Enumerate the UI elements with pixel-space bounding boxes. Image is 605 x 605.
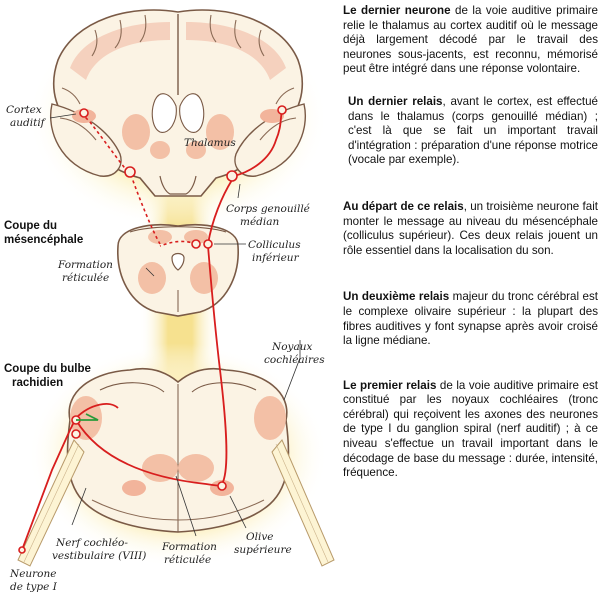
label-coupe-bulbe: Coupe du bulbe rachidien	[4, 363, 94, 389]
auditory-pathway-figure: Cortex auditif Thalamus Corps genouillé …	[4, 6, 335, 593]
auditory-pathway	[21, 111, 283, 551]
label-neurone: Neurone de type I	[9, 568, 60, 593]
brain-section	[50, 9, 306, 197]
label-cortex: Cortex auditif	[6, 104, 47, 129]
label-thalamus: Thalamus	[184, 137, 236, 149]
right-cochlear-nerve	[271, 439, 335, 567]
medulla-section	[66, 367, 290, 533]
mesencephalon-section	[117, 224, 239, 317]
paragraph-dernier-relais: Un dernier relais, avant le cortex, est …	[348, 94, 599, 167]
left-cochlear-nerve	[17, 439, 85, 567]
description-column: Le dernier neurone de la voie auditive p…	[343, 4, 598, 481]
auditory-pathway-dashed	[83, 113, 197, 247]
paragraph-premier-relais: Le premier relais de la voie auditive pr…	[343, 378, 598, 480]
label-nerf: Nerf cochléo- vestibulaire (VIII)	[52, 537, 146, 562]
label-noyaux-cochleaires: Noyaux cochléaires	[264, 341, 325, 366]
label-formation-top: Formation réticulée	[57, 259, 116, 284]
label-corps-genouille: Corps genouillé médian	[226, 203, 313, 228]
leader-lines	[49, 113, 301, 537]
label-olive: Olive supérieure	[234, 531, 292, 556]
label-coupe-mesencephale: Coupe du mésencéphale	[4, 220, 83, 246]
label-colliculus: Colliculus inférieur	[248, 239, 304, 264]
green-branch	[76, 413, 99, 421]
relay-nodes	[18, 105, 287, 554]
label-formation-bottom: Formation réticulée	[161, 541, 220, 566]
paragraph-dernier-neurone: Le dernier neurone de la voie auditive p…	[343, 4, 598, 76]
paragraph-depart-relais: Au départ de ce relais, un troisième neu…	[343, 199, 598, 257]
paragraph-deuxieme-relais: Un deuxième relais majeur du tronc céréb…	[343, 290, 598, 348]
